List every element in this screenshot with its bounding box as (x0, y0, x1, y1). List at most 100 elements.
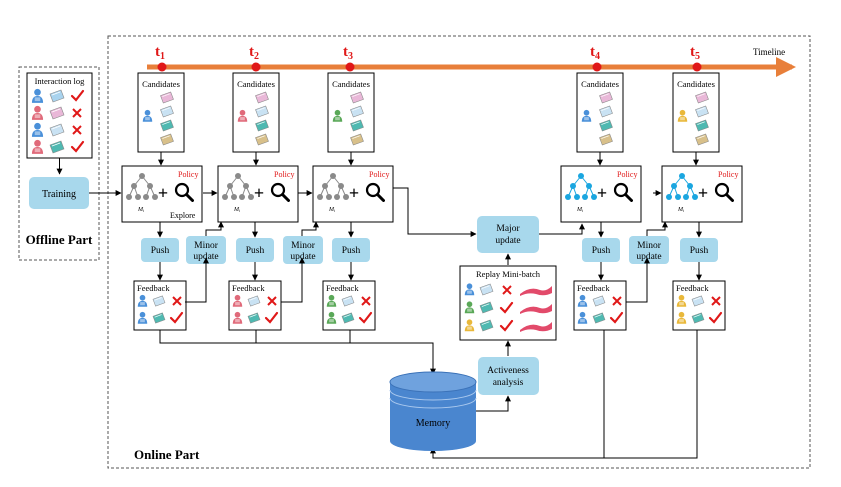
push-label: Push (592, 246, 611, 256)
activeness-analysis-box (478, 357, 539, 395)
plus-icon: + (698, 183, 708, 203)
feedback-label: Feedback (137, 283, 170, 293)
memory-database-icon: Memory (389, 371, 477, 451)
time-step-label: t2 (249, 44, 259, 62)
push-label: Push (151, 246, 170, 256)
interaction-log-rows (31, 88, 85, 154)
interaction-log-title: Interaction log (35, 76, 86, 86)
plus-icon: + (254, 183, 264, 203)
time-step-label: t5 (690, 44, 700, 62)
candidates-box: Candidates (672, 72, 720, 166)
time-step-dot (592, 62, 602, 72)
candidates-label: Candidates (581, 79, 619, 89)
candidates-box: Candidates (327, 72, 375, 166)
push-boxes: Push Push Push Push Push (141, 222, 718, 281)
feedback-label: Feedback (577, 283, 610, 293)
explore-label: Explore (170, 211, 196, 220)
timeline-label: Timeline (753, 47, 785, 57)
plus-icon: + (349, 183, 359, 203)
policy-label: Policy (718, 170, 738, 179)
tree-icon (666, 173, 698, 200)
feedback-box: Feedback (322, 280, 376, 331)
offline-part-title: Offline Part (26, 232, 93, 247)
candidates-label: Candidates (142, 79, 180, 89)
check-icon (708, 311, 723, 324)
policy-label: Policy (369, 170, 389, 179)
cross-icon (612, 296, 622, 306)
push-box: Push (236, 222, 274, 281)
model-label: Mi (233, 207, 240, 213)
push-label: Push (690, 246, 709, 256)
check-icon (499, 301, 514, 314)
policy-label: Policy (617, 170, 637, 179)
wave-icon (520, 286, 552, 296)
candidates-box: Candidates (137, 72, 185, 166)
time-step-label: t1 (155, 44, 165, 62)
tree-icon (222, 173, 254, 200)
push-box: Push (141, 222, 179, 281)
candidate-boxes: Candidates Candidates Candidates Candidates… (137, 72, 720, 166)
online-part-title: Online Part (134, 447, 200, 462)
push-label: Push (246, 246, 265, 256)
feedback-label: Feedback (232, 283, 265, 293)
cross-icon (267, 296, 277, 306)
feedback-box: Feedback (228, 280, 282, 331)
model-label: Mi (677, 207, 684, 213)
tree-icon (317, 173, 349, 200)
connectors (159, 187, 698, 459)
feedback-boxes: Feedback Feedback Feedback Feedback Feedback (133, 280, 726, 331)
training-box (29, 177, 89, 209)
major-update-box (477, 216, 539, 253)
push-box: Push (582, 222, 620, 281)
check-icon (609, 311, 624, 324)
policy-boxes: PolicyMi+ExplorePolicyMi+PolicyMi+Policy… (121, 165, 743, 223)
offline-part: Interaction log Training Offline Part (18, 66, 100, 261)
replay-label: Replay Mini-batch (476, 269, 541, 279)
memory-label: Memory (416, 418, 450, 429)
tree-icon (126, 173, 158, 200)
time-step-label: t4 (590, 44, 600, 62)
wave-icon (520, 304, 552, 314)
online-frame (107, 35, 811, 469)
model-label: Mi (328, 207, 335, 213)
tree-icon (565, 173, 597, 200)
policy-label: Policy (274, 170, 294, 179)
feedback-label: Feedback (676, 283, 709, 293)
plus-icon: + (158, 183, 168, 203)
cross-icon (711, 296, 721, 306)
replay-mini-batch: Replay Mini-batch (459, 265, 557, 341)
candidates-box: Candidates (232, 72, 280, 166)
feedback-label: Feedback (326, 283, 359, 293)
training-label: Training (42, 189, 76, 200)
check-icon (264, 311, 279, 324)
check-icon (169, 311, 184, 324)
model-label: Mi (137, 207, 144, 213)
push-box: Push (332, 222, 370, 281)
feedback-box: Feedback (672, 280, 726, 331)
check-icon (358, 311, 373, 324)
offline-frame (18, 66, 100, 261)
check-icon (70, 140, 85, 153)
cross-icon (172, 296, 182, 306)
check-icon (70, 89, 85, 102)
cross-icon (72, 108, 82, 118)
candidates-box: Candidates (576, 72, 624, 166)
wave-icon (520, 322, 552, 332)
candidates-label: Candidates (677, 79, 715, 89)
